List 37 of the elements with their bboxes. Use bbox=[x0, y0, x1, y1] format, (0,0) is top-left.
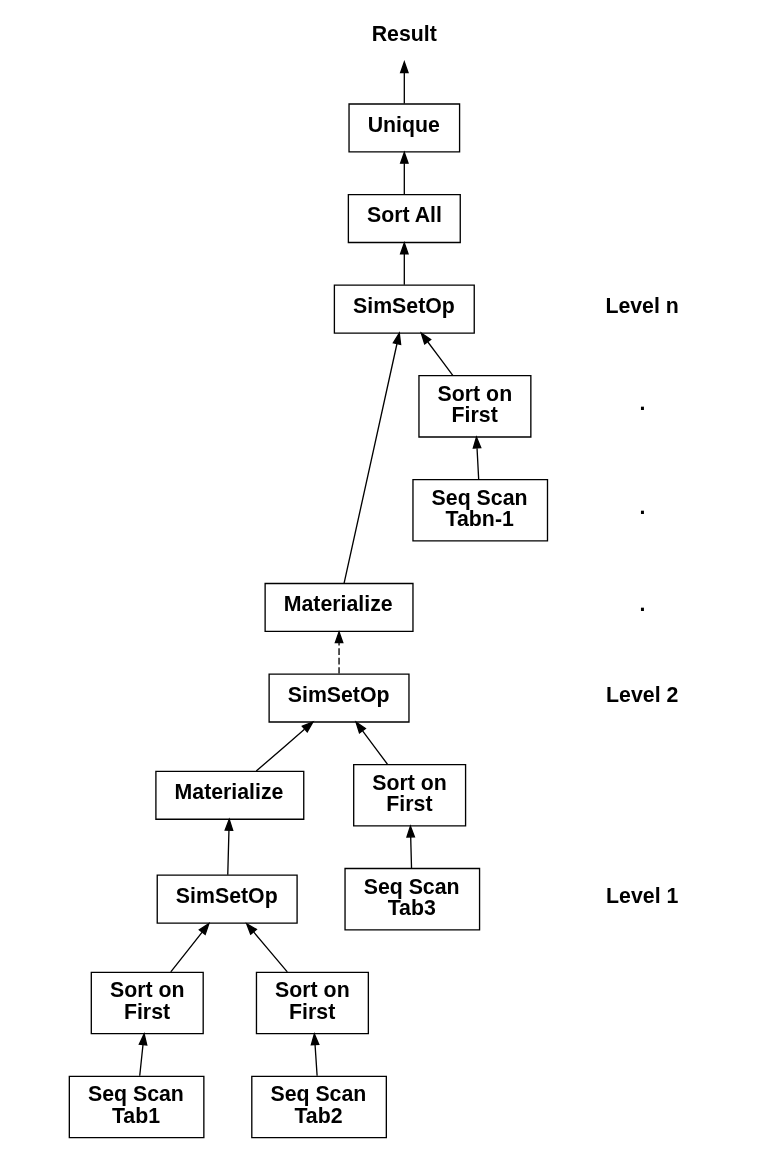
node-box: Seq Scan Tabn-1 bbox=[412, 478, 549, 542]
arrow bbox=[472, 435, 482, 480]
arrow bbox=[224, 817, 234, 876]
arrow bbox=[334, 630, 344, 675]
arrow bbox=[245, 922, 288, 973]
node-box: Seq Scan Tab2 bbox=[251, 1075, 387, 1139]
node-box: Materialize bbox=[264, 582, 414, 633]
arrow bbox=[399, 59, 409, 105]
node-box: SimSetOp bbox=[333, 284, 475, 334]
label: Level n bbox=[605, 293, 679, 318]
label: Level 2 bbox=[606, 682, 679, 707]
arrow bbox=[354, 720, 389, 766]
node-box: Sort on First bbox=[90, 971, 204, 1035]
label: . bbox=[639, 494, 646, 519]
node-box: SimSetOp bbox=[156, 874, 298, 924]
node-text: Result bbox=[371, 22, 437, 47]
node-box: Unique bbox=[348, 103, 461, 153]
node-box: Materialize bbox=[155, 770, 305, 820]
node-box: SimSetOp bbox=[268, 673, 410, 723]
arrow bbox=[255, 720, 315, 772]
label: . bbox=[639, 391, 646, 416]
arrow bbox=[406, 824, 416, 869]
node-box: Seq Scan Tab3 bbox=[344, 867, 481, 931]
node-box: Sort on First bbox=[353, 763, 467, 827]
arrow bbox=[310, 1032, 320, 1077]
arrow bbox=[138, 1032, 148, 1077]
node-box: Seq Scan Tab1 bbox=[68, 1075, 205, 1139]
node-box: Sort on First bbox=[255, 971, 369, 1035]
arrow bbox=[343, 331, 402, 585]
arrow bbox=[170, 922, 211, 973]
label: . bbox=[639, 592, 646, 617]
arrow bbox=[420, 331, 454, 377]
arrow bbox=[399, 241, 409, 286]
arrow bbox=[399, 150, 409, 195]
label: Level 1 bbox=[606, 883, 679, 908]
node-box: Sort All bbox=[347, 193, 461, 244]
node-box: Sort on First bbox=[418, 375, 532, 438]
